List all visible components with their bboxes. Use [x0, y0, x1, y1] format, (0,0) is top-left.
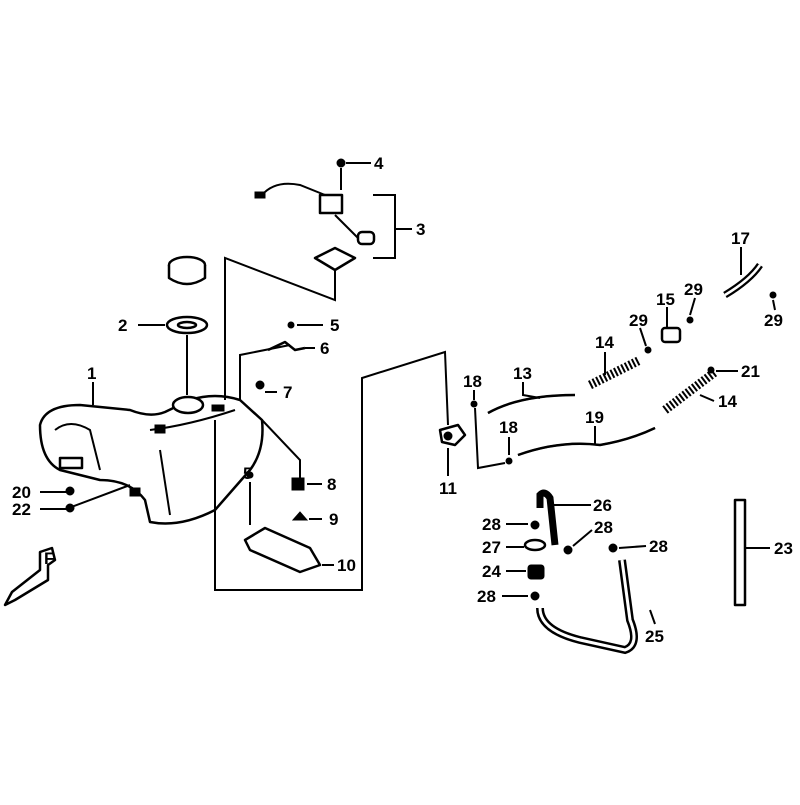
- callout-labels: 1 2 3 4 5 6 7 8 9 10 5 11 13 14 14 15 17…: [12, 154, 793, 646]
- front-direction-marker: F: [3, 546, 57, 607]
- fuel-filter: [660, 326, 682, 344]
- hose-19: [517, 426, 656, 457]
- small-fasteners: [65, 158, 777, 601]
- fuel-cock: [438, 423, 467, 447]
- callout-10: 10: [337, 556, 356, 575]
- callout-2: 2: [118, 316, 127, 335]
- callout-29c: 29: [764, 311, 783, 330]
- callout-27: 27: [482, 538, 501, 557]
- joint-27: [523, 538, 547, 552]
- callout-15: 15: [656, 290, 675, 309]
- callout-28b: 28: [594, 518, 613, 537]
- callout-3: 3: [416, 220, 425, 239]
- fuel-cap: [165, 255, 209, 335]
- callout-13: 13: [513, 364, 532, 383]
- callout-28a: 28: [482, 515, 501, 534]
- callout-29a: 29: [684, 280, 703, 299]
- leader-lines: [40, 162, 776, 625]
- callout-18: 18: [463, 372, 482, 391]
- mount-plate: [243, 526, 322, 574]
- callout-25: 25: [645, 627, 664, 646]
- washer: [291, 511, 309, 521]
- callout-18b: 18: [499, 418, 518, 437]
- callout-21: 21: [741, 362, 760, 381]
- callout-23: 23: [774, 539, 793, 558]
- callout-20: 20: [12, 483, 31, 502]
- callout-26: 26: [593, 496, 612, 515]
- callout-14: 14: [595, 333, 614, 352]
- callout-24: 24: [482, 562, 501, 581]
- dipstick-rod: [733, 498, 747, 607]
- hose-14: [587, 355, 643, 390]
- callout-11: 11: [439, 479, 457, 498]
- hose-26: [536, 489, 559, 546]
- callout-6: 6: [320, 339, 329, 358]
- callout-14b: 14: [718, 392, 737, 411]
- callout-28c: 28: [649, 537, 668, 556]
- hose-25: [536, 559, 638, 655]
- fuel-tank: [38, 394, 264, 525]
- callout-4: 4: [374, 154, 384, 173]
- separator-24: [527, 564, 545, 580]
- hose-14b: [662, 368, 718, 414]
- callout-19: 19: [585, 408, 604, 427]
- callout-28d: 28: [477, 587, 496, 606]
- callout-1: 1: [87, 364, 96, 383]
- rubber-cushion: [291, 477, 305, 491]
- callout-8: 8: [327, 475, 336, 494]
- front-marker-label: F: [44, 549, 54, 568]
- callout-5: 5: [330, 316, 339, 335]
- callout-22: 22: [12, 500, 31, 519]
- callout-17: 17: [731, 229, 750, 248]
- callout-9: 9: [329, 510, 338, 529]
- fuel-gauge-unit: [254, 182, 376, 272]
- callout-29b: 29: [629, 311, 648, 330]
- callout-7: 7: [283, 383, 292, 402]
- callout-5b: 5: [243, 464, 252, 483]
